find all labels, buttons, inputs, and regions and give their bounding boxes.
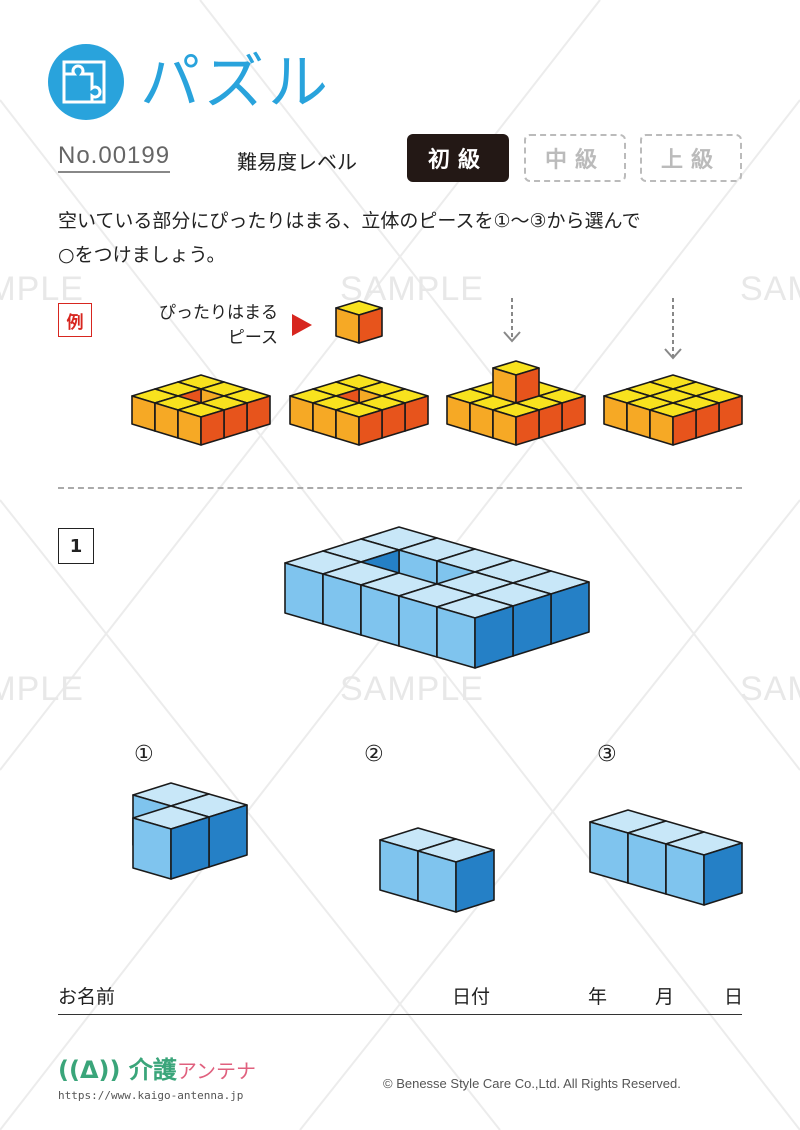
cube-face: [246, 395, 271, 432]
example-shape-2: [289, 374, 429, 446]
question-number: 1: [58, 528, 94, 564]
difficulty-label: 難易度レベル: [237, 150, 357, 174]
drop-arrow-icon: [503, 298, 682, 360]
option-2-piece: [379, 827, 495, 913]
footer-url[interactable]: https://www.kaigo-antenna.jp: [58, 1089, 244, 1102]
level-advanced-badge: 上級: [640, 134, 742, 182]
cube-face: [672, 409, 697, 446]
cube-face: [474, 605, 514, 669]
cube-face: [469, 402, 494, 439]
fit-label-line-2: ピース: [227, 328, 278, 348]
cube-face: [381, 402, 406, 439]
puzzle-icon: [48, 44, 124, 120]
cube-face: [154, 402, 179, 439]
instruction-line-1: 空いている部分にぴったりはまる、立体のピースを①～③から選んで: [58, 210, 641, 232]
cube-face: [665, 843, 705, 906]
cube-face: [436, 606, 476, 669]
fit-label-line-1: ぴったりはまる: [159, 303, 278, 323]
cube-face: [627, 832, 667, 895]
cube-face: [284, 562, 324, 625]
cube-face: [335, 409, 360, 446]
cube-face: [603, 395, 628, 432]
example-shape-4: [603, 374, 743, 446]
cube-face: [515, 409, 540, 446]
logo-sub: アンテナ: [176, 1059, 257, 1083]
cube-face: [223, 402, 248, 439]
cube-face: [360, 584, 400, 647]
day-label: 日: [724, 986, 744, 1008]
example-piece-cube: [335, 300, 383, 344]
option-1-label[interactable]: ①: [134, 742, 154, 767]
cube-face: [703, 842, 743, 906]
cube-face: [649, 409, 674, 446]
name-line[interactable]: [58, 1014, 742, 1015]
example-badge: 例: [58, 303, 92, 337]
cube-face: [538, 402, 563, 439]
cube-face: [589, 821, 629, 884]
watermark-text: SAMPLE: [0, 270, 84, 308]
option-2-label[interactable]: ②: [364, 742, 384, 767]
cube-face: [626, 402, 651, 439]
level-beginner-badge: 初級: [407, 134, 509, 182]
cube-face: [335, 307, 360, 344]
cube-face: [695, 402, 720, 439]
cube-face: [455, 849, 495, 913]
example-shape-1: [131, 374, 271, 446]
antenna-icon: ((ᐃ)): [58, 1056, 129, 1084]
question-shape: [284, 526, 590, 669]
month-label: 月: [655, 986, 675, 1008]
cube-face: [177, 409, 202, 446]
cube-face: [446, 395, 471, 432]
cube-face: [289, 395, 314, 432]
watermark-text: SAMPLE: [740, 670, 800, 708]
example-shape-3: [446, 360, 586, 446]
section-divider: [58, 487, 742, 489]
cube-face: [200, 409, 225, 446]
cube-face: [379, 839, 419, 902]
date-label: 日付: [452, 986, 491, 1008]
cube-face: [322, 573, 362, 636]
option-3-label[interactable]: ③: [597, 742, 617, 767]
worksheet-number: No.00199: [58, 142, 171, 173]
cube-face: [561, 395, 586, 432]
footer-logo: ((ᐃ)) 介護アンテナ: [58, 1050, 256, 1085]
cube-face: [312, 402, 337, 439]
option-1-piece: [132, 782, 248, 880]
cube-face: [132, 817, 172, 880]
year-label: 年: [588, 986, 608, 1008]
cube-face: [417, 850, 457, 913]
cube-face: [170, 816, 210, 880]
instruction-line-2: ○をつけましょう。: [58, 244, 226, 266]
cube-face: [404, 395, 429, 432]
option-3-piece: [589, 809, 743, 906]
watermark-text: SAMPLE: [0, 670, 84, 708]
name-label: お名前: [58, 986, 116, 1008]
cube-face: [492, 409, 517, 446]
cube-face: [358, 409, 383, 446]
cube-face: [131, 395, 156, 432]
cube-face: [398, 595, 438, 658]
cube-face: [358, 307, 383, 344]
copyright: © Benesse Style Care Co.,Ltd. All Rights…: [383, 1076, 681, 1091]
watermark-text: SAMPLE: [740, 270, 800, 308]
red-arrow-icon: [292, 314, 312, 336]
page-title: パズル: [140, 48, 332, 118]
logo-main: 介護: [128, 1056, 177, 1084]
level-intermediate-badge: 中級: [524, 134, 626, 182]
watermark-text: SAMPLE: [340, 670, 484, 708]
cube-face: [718, 395, 743, 432]
